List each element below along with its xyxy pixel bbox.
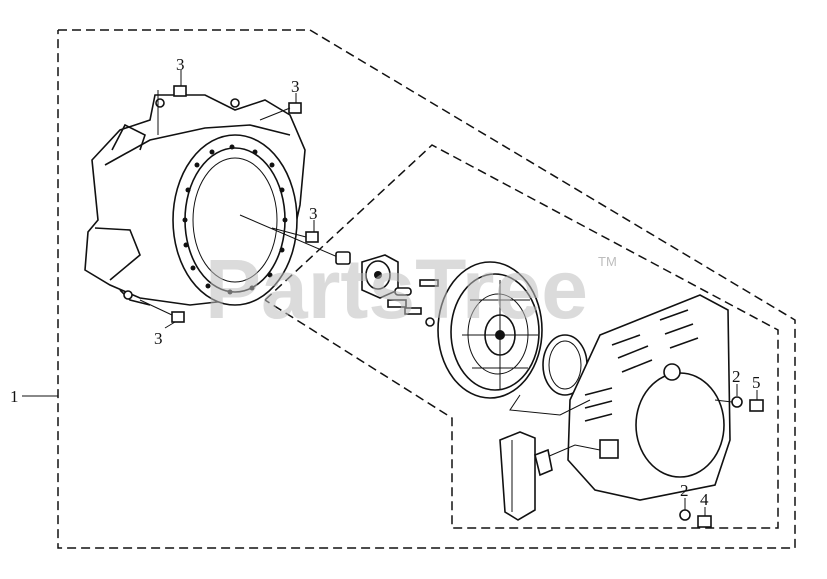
callout-washer-lower: 2 <box>680 481 689 500</box>
bolt-bottom-icon <box>171 311 185 323</box>
washer-lower-icon <box>679 509 691 521</box>
callout-assembly: 1 <box>10 387 19 406</box>
watermark-trademark: TM <box>598 254 617 269</box>
starter-reel <box>437 261 543 399</box>
bolt-middle-icon <box>305 231 319 243</box>
bolt-top-left-icon <box>173 85 187 97</box>
callout-bolt-top-right: 3 <box>291 77 300 96</box>
shroud-bolts <box>139 70 319 329</box>
outer-assembly-boundary <box>57 29 796 549</box>
callout-washer-upper: 2 <box>732 367 741 386</box>
starter-housing <box>509 294 731 501</box>
fan-shroud <box>84 94 306 306</box>
bolt-upper-right-icon <box>749 399 764 412</box>
watermark-text: PartsTree <box>205 242 588 336</box>
starter-ratchet-hub <box>239 214 457 327</box>
inner-subassembly-boundary <box>264 144 779 529</box>
callout-bolt-upper-right: 5 <box>752 373 761 392</box>
housing-fasteners <box>679 384 764 528</box>
callout-bolt-bottom: 3 <box>154 329 163 348</box>
washer-upper-icon <box>731 396 743 408</box>
callout-bolt-lower-right: 4 <box>700 490 709 509</box>
recoil-spring <box>542 334 588 396</box>
callout-bolt-top-left: 3 <box>176 55 185 74</box>
starter-handle <box>499 431 553 521</box>
bolt-top-right-icon <box>288 102 302 114</box>
bolt-lower-right-icon <box>697 515 712 528</box>
callout-bolt-middle: 3 <box>309 204 318 223</box>
